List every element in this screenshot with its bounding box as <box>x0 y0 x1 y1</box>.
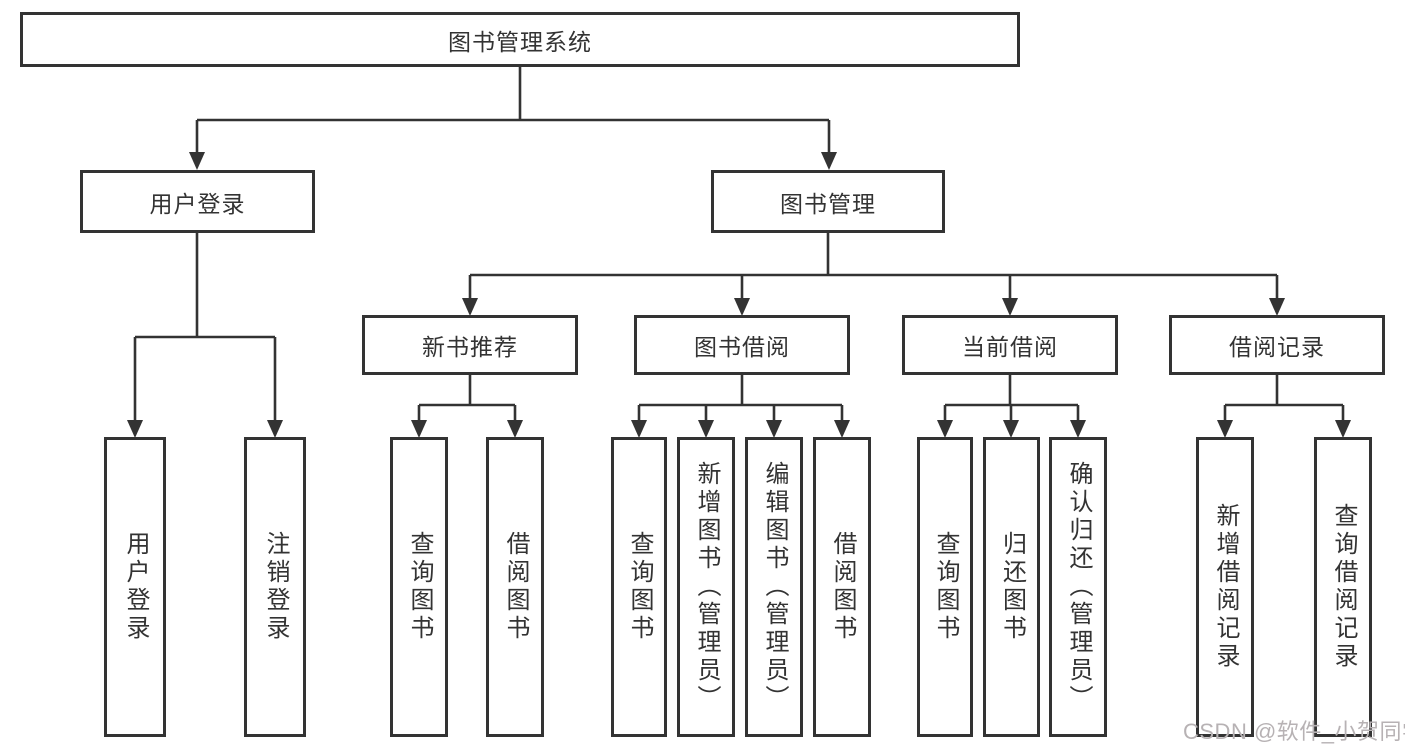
node-book-management: 图书管理 <box>711 170 945 233</box>
leaf-query-borrow-record-label: 查询借阅记录 <box>1330 503 1357 671</box>
leaf-query-books-current-label: 查询图书 <box>932 531 959 643</box>
node-book-borrowing: 图书借阅 <box>634 315 850 375</box>
node-current-borrowing: 当前借阅 <box>902 315 1118 375</box>
leaf-borrow-books-borrowing-label: 借阅图书 <box>829 531 856 643</box>
leaf-query-books-recommend: 查询图书 <box>390 437 448 737</box>
leaf-query-books-current: 查询图书 <box>917 437 973 737</box>
leaf-logout-label: 注销登录 <box>262 531 289 643</box>
leaf-confirm-return-admin: 确认归还（管理员） <box>1049 437 1107 737</box>
leaf-add-borrow-record-label: 新增借阅记录 <box>1212 503 1239 671</box>
leaf-edit-books-admin: 编辑图书（管理员） <box>745 437 803 737</box>
leaf-borrow-books-borrowing: 借阅图书 <box>813 437 871 737</box>
leaf-return-books: 归还图书 <box>983 437 1040 737</box>
leaf-query-borrow-record: 查询借阅记录 <box>1314 437 1372 737</box>
csdn-watermark: CSDN @软件_小贺同学 <box>1183 719 1405 744</box>
node-book-borrowing-label: 图书借阅 <box>694 334 790 360</box>
node-user-login: 用户登录 <box>80 170 315 233</box>
leaf-borrow-books-recommend: 借阅图书 <box>486 437 544 737</box>
leaf-query-books-borrowing-label: 查询图书 <box>626 531 653 643</box>
leaf-query-books-borrowing: 查询图书 <box>611 437 667 737</box>
node-new-book-recommend-label: 新书推荐 <box>422 334 518 360</box>
leaf-query-books-recommend-label: 查询图书 <box>406 531 433 643</box>
leaf-return-books-label: 归还图书 <box>998 531 1026 643</box>
node-new-book-recommend: 新书推荐 <box>362 315 578 375</box>
node-book-management-label: 图书管理 <box>780 190 876 217</box>
root-node-label: 图书管理系统 <box>448 28 592 55</box>
node-borrowing-records: 借阅记录 <box>1169 315 1385 375</box>
root-node-library-management-system: 图书管理系统 <box>20 12 1020 67</box>
leaf-add-books-admin-label: 新增图书（管理员） <box>693 461 720 713</box>
leaf-borrow-books-recommend-label: 借阅图书 <box>502 531 529 643</box>
leaf-edit-books-admin-label: 编辑图书（管理员） <box>761 461 788 713</box>
leaf-user-login: 用户登录 <box>104 437 166 737</box>
leaf-confirm-return-admin-label: 确认归还（管理员） <box>1065 461 1092 713</box>
node-current-borrowing-label: 当前借阅 <box>962 334 1058 360</box>
leaf-user-login-label: 用户登录 <box>122 531 149 643</box>
leaf-logout: 注销登录 <box>244 437 306 737</box>
node-user-login-label: 用户登录 <box>149 190 246 217</box>
leaf-add-borrow-record: 新增借阅记录 <box>1196 437 1254 737</box>
leaf-add-books-admin: 新增图书（管理员） <box>677 437 735 737</box>
node-borrowing-records-label: 借阅记录 <box>1229 334 1325 360</box>
